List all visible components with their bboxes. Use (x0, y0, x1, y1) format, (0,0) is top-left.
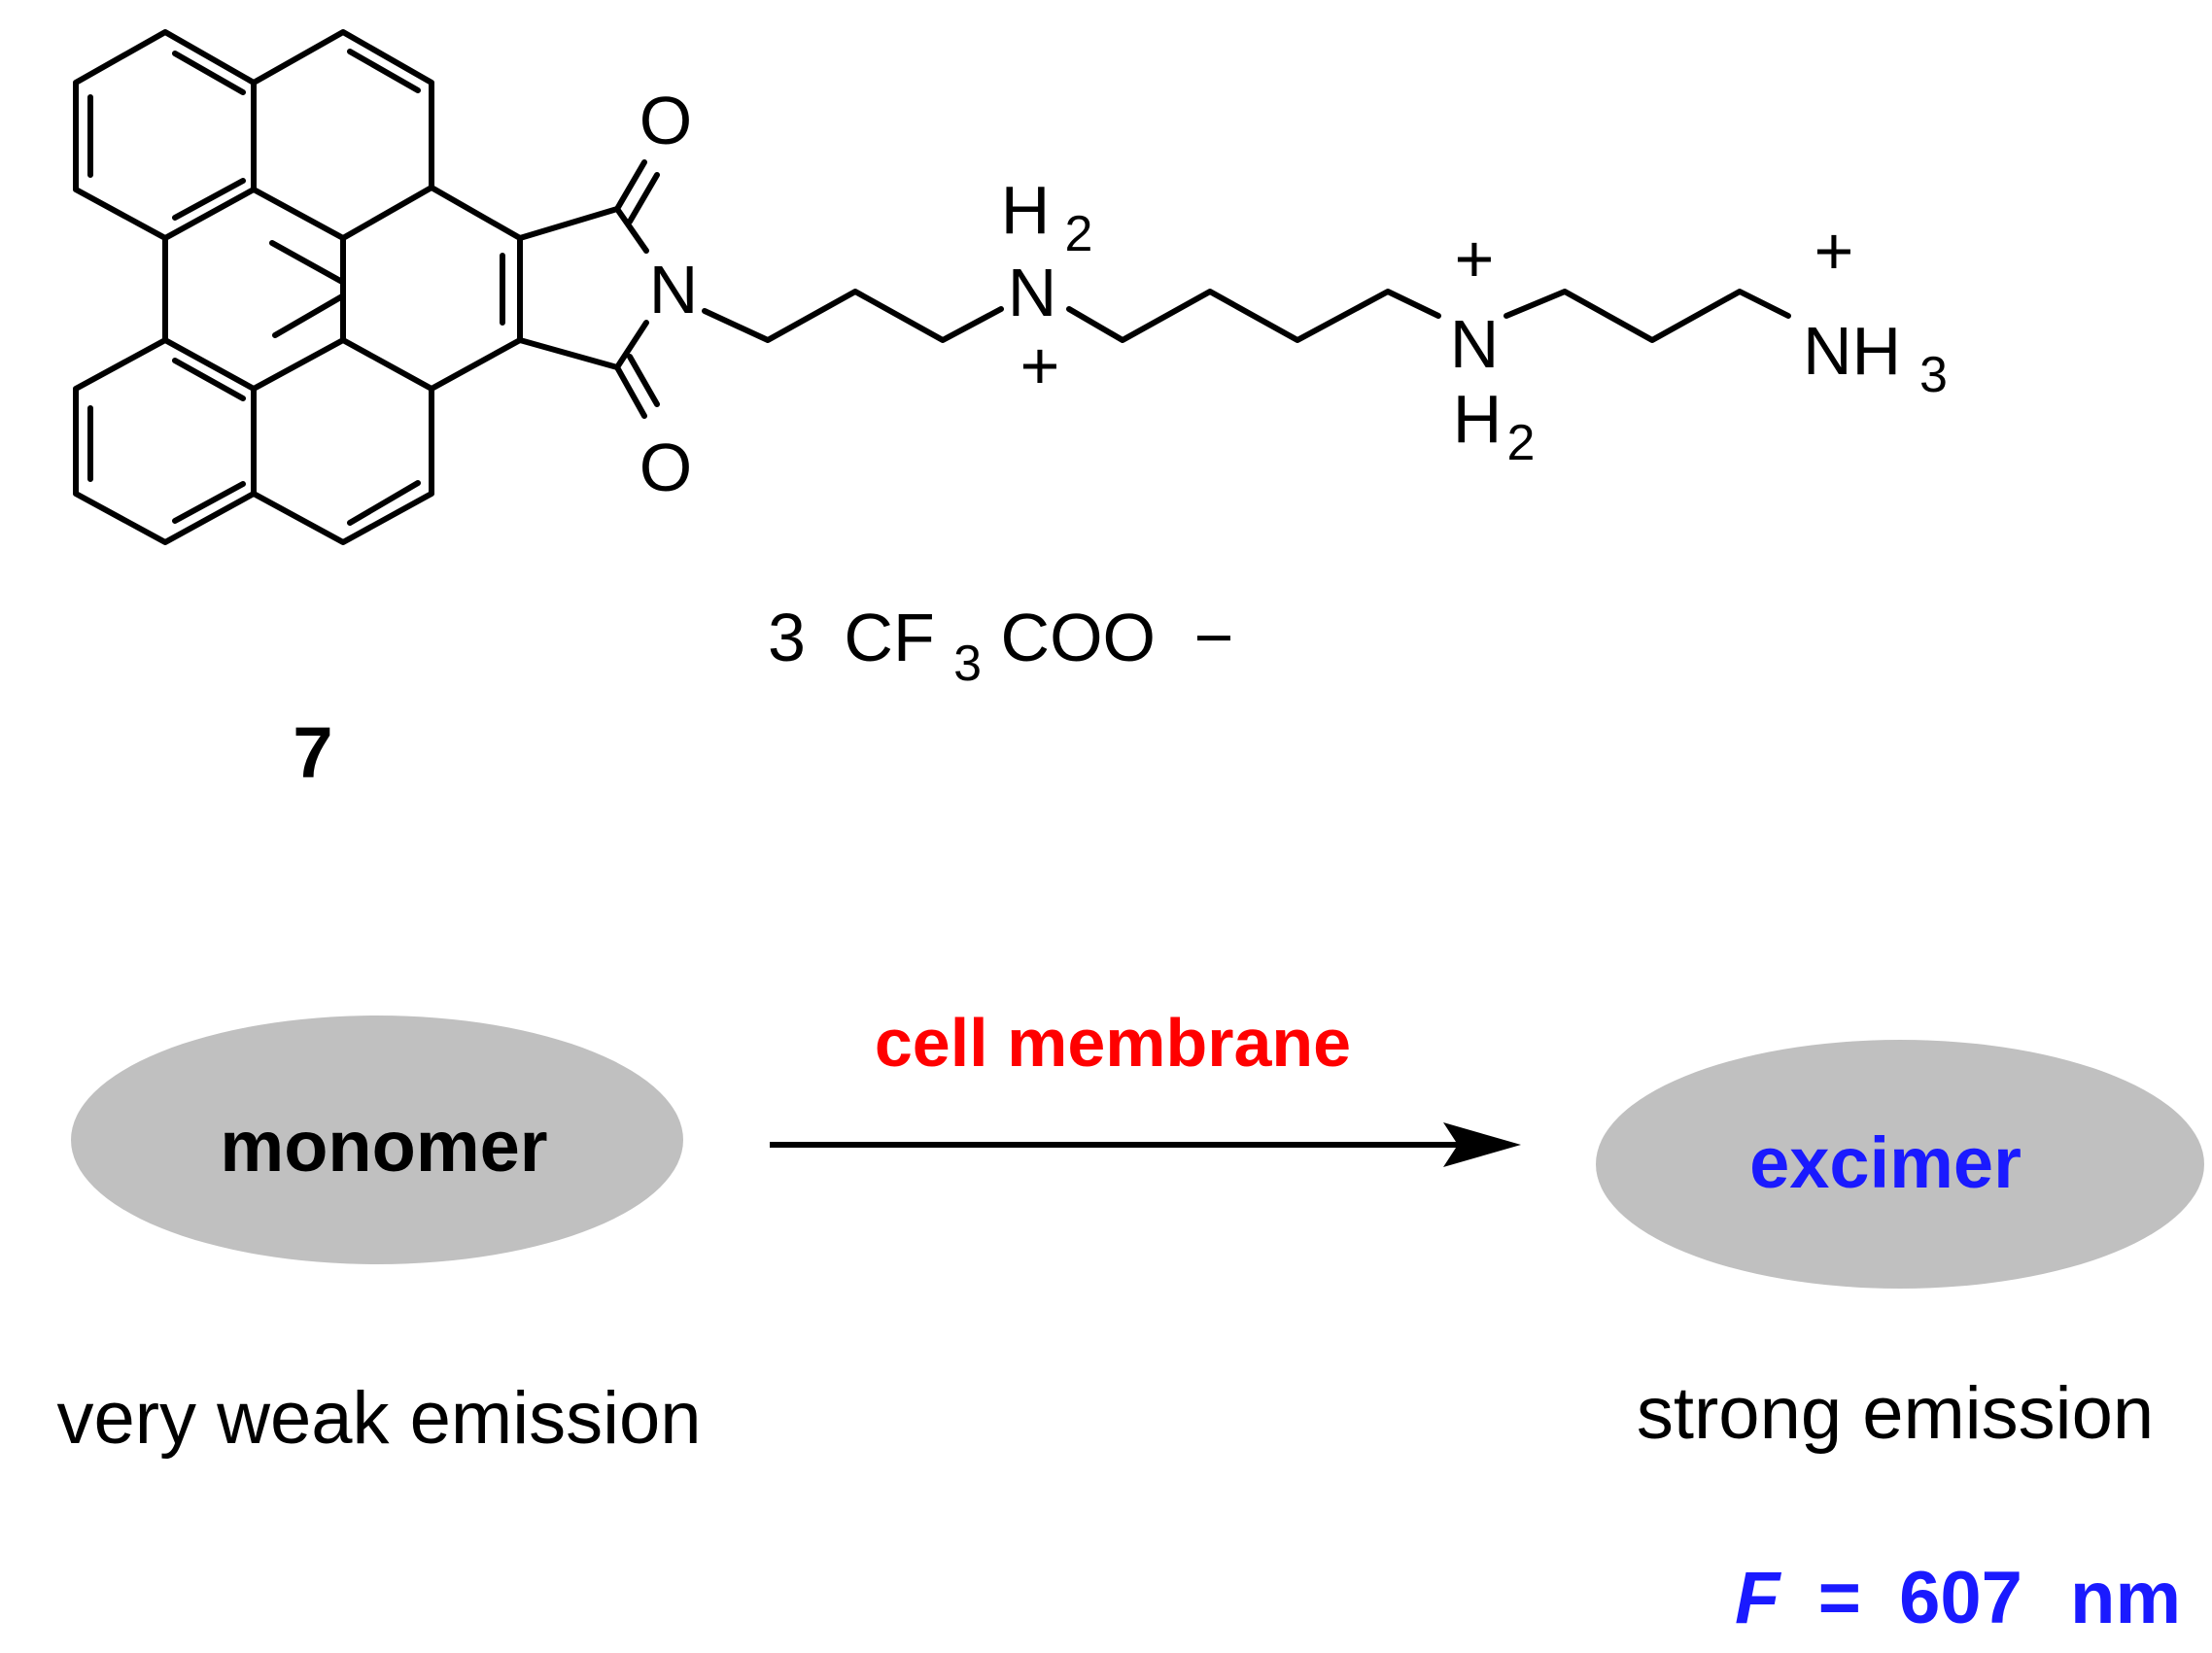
reaction-arrow (770, 1122, 1521, 1167)
counterion-suffix: COO (1001, 600, 1156, 675)
ring-a-bonds (73, 29, 257, 241)
counterion-subscript: 3 (953, 636, 982, 692)
ring-b-bonds (251, 29, 434, 241)
excimer-ellipse (1596, 1040, 2204, 1289)
emission-wavelength: F = 607 nm (1735, 1557, 2181, 1639)
carbonyl-top-bonds (614, 159, 660, 224)
counterion-prefix: CF (844, 600, 934, 675)
wavelength-symbol: F (1735, 1557, 1782, 1639)
monomer-label: monomer (220, 1106, 547, 1187)
excimer-caption: strong emission (1637, 1372, 2154, 1455)
counterion-charge: − (1193, 600, 1233, 675)
imide-ring-bonds (517, 206, 649, 370)
condition-label: cell membrane (875, 1005, 1351, 1081)
ring-e-bonds (73, 337, 257, 545)
amine1-h-label: H (1001, 172, 1051, 248)
amine2-charge: + (1455, 221, 1495, 296)
wavelength-unit: nm (2070, 1557, 2181, 1639)
amine2-n-label: N (1450, 306, 1500, 382)
amine1-h-count: 2 (1065, 206, 1093, 262)
excimer-label: excimer (1749, 1122, 2022, 1203)
spermine-chain (702, 289, 1791, 343)
terminal-amine-charge: + (1815, 213, 1854, 289)
compound-number: 7 (293, 712, 332, 793)
ring-d-bonds (251, 337, 434, 545)
aromatic-double-bonds (87, 49, 505, 526)
counterion-coefficient: 3 (768, 600, 806, 675)
amine2-h-label: H (1453, 381, 1503, 457)
atom-labels: O O N H 2 N + + N H 2 + NH 3 (639, 83, 1948, 505)
amine1-n-label: N (1008, 255, 1057, 330)
terminal-amine-h-count: 3 (1919, 347, 1948, 403)
wavelength-equals: = (1818, 1557, 1861, 1639)
oxygen-bottom-label: O (639, 430, 692, 505)
amine2-h-count: 2 (1507, 415, 1536, 471)
monomer-ellipse (71, 1016, 683, 1264)
wavelength-value: 607 (1899, 1557, 2022, 1639)
amine1-charge: + (1020, 327, 1060, 403)
monomer-caption: very weak emission (56, 1377, 701, 1460)
arrowhead-icon (1443, 1122, 1521, 1167)
carbonyl-bottom-bonds (614, 354, 660, 419)
terminal-amine-label: NH (1803, 313, 1901, 389)
oxygen-top-label: O (639, 83, 692, 158)
counterion-formula: 3 CF 3 COO − (768, 600, 1233, 695)
perylene-imide-skeleton (73, 29, 1791, 545)
imide-nitrogen-label: N (649, 252, 699, 327)
ring-c-bonds (251, 185, 523, 392)
